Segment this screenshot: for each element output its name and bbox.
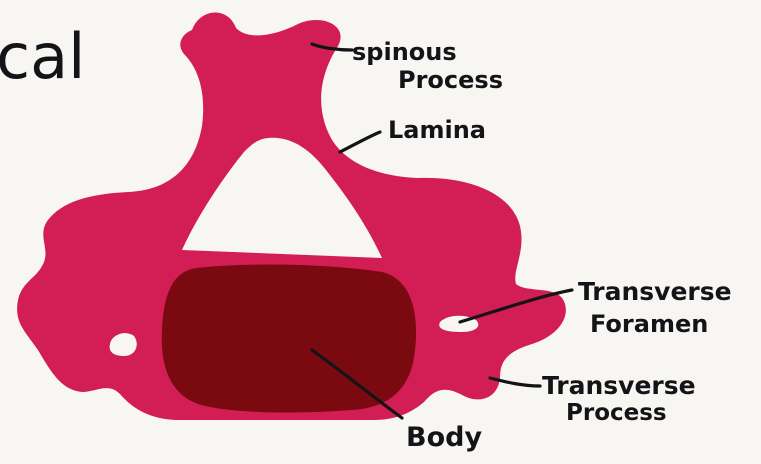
- title-fragment: cal: [0, 20, 85, 93]
- label-transverse-process-line2: Process: [566, 400, 667, 426]
- label-spinous-process-line2: Process: [398, 66, 503, 94]
- label-transverse-foramen-line2: Foramen: [590, 310, 708, 338]
- label-body: Body: [406, 422, 482, 453]
- label-transverse-process-line1: Transverse: [542, 371, 696, 400]
- label-spinous-process-line1: spinous: [352, 38, 457, 66]
- label-lamina: Lamina: [388, 116, 486, 144]
- vertebral-body: [162, 265, 416, 413]
- label-transverse-foramen-line1: Transverse: [578, 277, 732, 306]
